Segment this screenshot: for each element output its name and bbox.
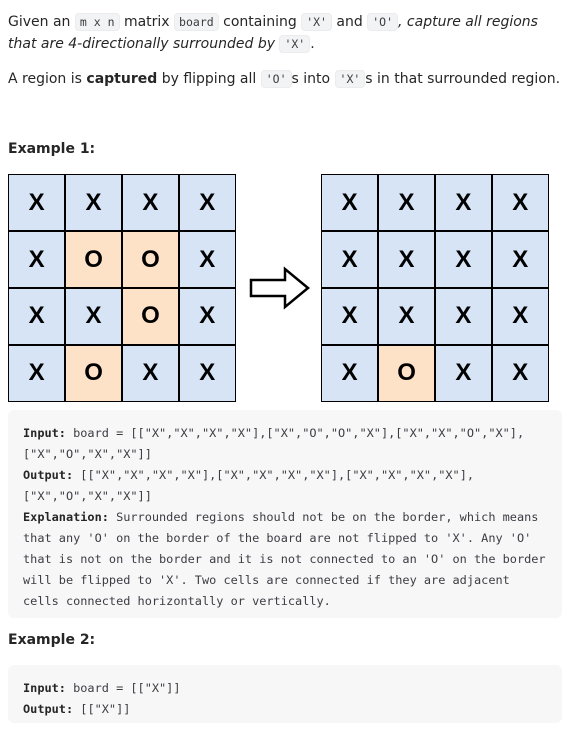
- board-cell: X: [9, 345, 65, 401]
- text: s in that surrounded region.: [365, 71, 561, 87]
- example-1-code-block: Input: board = [["X","X","X","X"],["X","…: [8, 410, 562, 618]
- board-cell: X: [378, 175, 435, 231]
- output-value: [["X"]]: [73, 702, 131, 716]
- board-cell: X: [435, 288, 492, 345]
- explanation-line: that is not on the border and it is not …: [23, 552, 546, 566]
- bold-text: captured: [86, 71, 158, 87]
- board-cell: X: [322, 231, 378, 288]
- inline-code-x: 'X': [334, 70, 366, 88]
- board-cell: X: [435, 175, 492, 231]
- board-cell: X: [435, 345, 492, 401]
- text: by flipping all: [157, 71, 261, 87]
- inline-code-board: board: [174, 13, 219, 31]
- board-cell: X: [492, 288, 548, 345]
- board-cell: X: [378, 231, 435, 288]
- board-cell: X: [179, 345, 235, 401]
- italic-text: , capture all regions that are 4-directi…: [8, 14, 538, 52]
- text: matrix: [119, 14, 175, 30]
- output-label: Output:: [23, 468, 74, 482]
- explanation-text: Surrounded regions should not be on the …: [108, 510, 539, 524]
- board-cell: X: [492, 231, 548, 288]
- board-cell: X: [179, 231, 235, 288]
- board-cell: X: [65, 175, 122, 231]
- board-cell: X: [435, 231, 492, 288]
- input-label: Input:: [23, 681, 66, 695]
- board-cell: X: [378, 288, 435, 345]
- input-line: Input: board = [["X"]]: [23, 678, 547, 699]
- input-line-cont: ["X","O","X","X"]]: [23, 447, 152, 461]
- explanation-line: that any 'O' on the border of the board …: [23, 531, 532, 545]
- explanation-line: Explanation: Surrounded regions should n…: [23, 507, 547, 528]
- board-cell: X: [322, 175, 378, 231]
- board-cell: X: [9, 288, 65, 345]
- board-cell: X: [322, 345, 378, 401]
- output-line-cont: ["X","O","X","X"]]: [23, 489, 152, 503]
- board-cell: X: [122, 345, 179, 401]
- example-2-code-block: Input: board = [["X"]]Output: [["X"]]: [8, 665, 562, 723]
- board-cell: O: [122, 288, 179, 345]
- board-cell: X: [179, 175, 235, 231]
- problem-statement: Given an m x n matrix board containing '…: [8, 11, 564, 55]
- inline-code-mxn: m x n: [74, 13, 120, 31]
- example-2-heading: Example 2:: [8, 632, 96, 648]
- inline-code-x: 'X': [279, 35, 311, 53]
- right-arrow-icon: [249, 266, 310, 310]
- input-value: board = [["X"]]: [65, 681, 181, 695]
- board-cell: X: [9, 175, 65, 231]
- board-cell: X: [322, 288, 378, 345]
- board-cell: X: [122, 175, 179, 231]
- board-cell: O: [122, 231, 179, 288]
- text: and: [331, 14, 368, 30]
- input-label: Input:: [23, 426, 66, 440]
- board-cell: X: [179, 288, 235, 345]
- inline-code-o: 'O': [260, 70, 292, 88]
- board-cell: X: [492, 175, 548, 231]
- input-line: Input: board = [["X","X","X","X"],["X","…: [23, 423, 547, 444]
- board-cell: O: [65, 345, 122, 401]
- inline-code-o: 'O': [367, 13, 399, 31]
- text: Given an: [8, 14, 75, 30]
- explanation-label: Explanation:: [23, 510, 109, 524]
- board-cell: X: [9, 231, 65, 288]
- example-1-heading: Example 1:: [8, 141, 96, 157]
- board-cell: O: [378, 345, 435, 401]
- output-label: Output:: [23, 702, 74, 716]
- capture-definition: A region is captured by flipping all 'O'…: [8, 68, 564, 90]
- inline-code-x: 'X': [301, 13, 332, 31]
- text: s into: [291, 71, 335, 87]
- explanation-line: will be flipped to 'X'. Two cells are co…: [23, 573, 510, 587]
- input-value: board = [["X","X","X","X"],["X","O","O",…: [65, 426, 525, 440]
- board-cell: X: [492, 345, 548, 401]
- text: .: [310, 36, 315, 52]
- output-value: [["X","X","X","X"],["X","X","X","X"],["X…: [73, 468, 475, 482]
- board-cell: X: [65, 288, 122, 345]
- board-cell: O: [65, 231, 122, 288]
- explanation-line: cells connected horizontally or vertical…: [23, 594, 331, 608]
- text: A region is: [8, 71, 87, 87]
- output-line: Output: [["X"]]: [23, 699, 547, 720]
- output-line: Output: [["X","X","X","X"],["X","X","X",…: [23, 465, 547, 486]
- text: containing: [218, 14, 302, 30]
